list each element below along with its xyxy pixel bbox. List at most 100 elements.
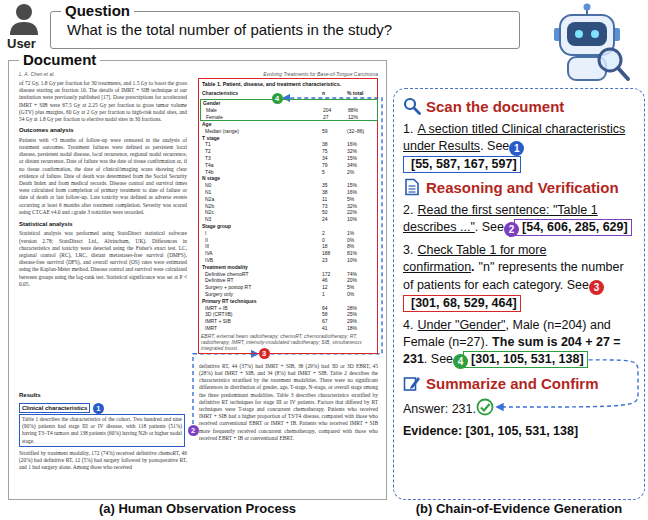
robot-eye xyxy=(591,30,599,38)
label-text: T3 xyxy=(205,155,211,162)
label-text: User xyxy=(7,36,36,51)
label-text: 32% xyxy=(347,203,357,210)
document-line xyxy=(409,189,416,190)
label-text: 3. xyxy=(403,243,413,257)
label-text: Summarize and Confirm xyxy=(426,375,599,392)
node-text: [54, 606, 285, 629] xyxy=(522,220,628,234)
callout-number: 4 xyxy=(272,93,283,104)
step-heading: Reasoning and Verification xyxy=(403,178,635,199)
label-text: 188 xyxy=(322,250,330,257)
label-text: T stage xyxy=(202,135,220,142)
pen-icon xyxy=(403,374,421,392)
callout-number: 4 xyxy=(453,354,468,369)
label-text: Patients with <3 months of follow-up wer… xyxy=(19,137,187,216)
label-text: 18% xyxy=(347,325,357,332)
node-text: 2 xyxy=(509,224,515,235)
node-text: Male xyxy=(206,107,217,114)
label-text: 38 xyxy=(322,189,328,196)
label-text: 5% xyxy=(347,196,354,203)
label-text: T1 xyxy=(205,141,211,148)
label-text: 0% xyxy=(347,291,354,298)
label-text: 41 xyxy=(322,325,328,332)
node-text: Table 1. Patient, disease, and treatment… xyxy=(202,81,341,87)
label-text: Stratified by treatment modality, 172 (7… xyxy=(19,450,187,472)
label-text: 15% xyxy=(347,182,357,189)
label-text: Stage group xyxy=(202,223,231,230)
node-text: Gender xyxy=(203,100,221,107)
evidence-box: [55, 587, 167, 597] xyxy=(403,156,521,173)
evidence-panel: (b) Chain-of-Evidence GenerationScan the… xyxy=(393,88,645,500)
label-text: 2% xyxy=(347,169,354,176)
label-text: Evolving Treatments for Base-of-Tongue C… xyxy=(201,71,378,77)
label-text: 34% xyxy=(347,162,357,169)
label-text: (32–86) xyxy=(347,128,364,135)
label-text: 59 xyxy=(322,128,328,135)
callout-number: 3 xyxy=(259,348,270,359)
label-text: Treatment modality xyxy=(202,264,248,271)
callout-number: 3 xyxy=(589,280,604,295)
label-text: Median (range) xyxy=(205,128,239,135)
label-text: 50 xyxy=(322,209,328,216)
node-text: 204 xyxy=(323,107,331,114)
label-text: 64 xyxy=(322,305,328,312)
label-text: 16% xyxy=(347,189,357,196)
label-text: 38 xyxy=(322,141,328,148)
check-icon xyxy=(476,398,494,416)
label-text: 1% xyxy=(347,230,354,237)
mag-icon xyxy=(403,97,421,115)
user-icon xyxy=(6,2,42,36)
check-circle xyxy=(477,400,492,415)
connector-arrow xyxy=(271,98,383,354)
label-text: 4. xyxy=(403,318,413,332)
label-text: 34 xyxy=(322,155,328,162)
check-mark xyxy=(481,404,490,411)
node-text: 4 xyxy=(458,356,464,367)
label-text: 20% xyxy=(347,277,357,284)
node-text: 2 xyxy=(191,426,195,435)
document-line xyxy=(409,186,416,187)
step-heading: Scan the document xyxy=(403,97,635,118)
node-text: (a) Human Observation Process xyxy=(9,501,386,517)
label-text: 12 xyxy=(322,284,328,291)
node-text: 1 xyxy=(514,143,520,154)
label-text: T2 xyxy=(205,148,211,155)
node-text: 12% xyxy=(348,114,358,121)
label-text: Surgery + postop RT xyxy=(205,284,251,291)
node-text: [301, 105, 531, 138] xyxy=(471,352,584,366)
label-text: N2b xyxy=(205,203,214,210)
node-text: 3 xyxy=(262,349,266,358)
callout-number: 2 xyxy=(188,425,199,436)
label-text: I xyxy=(205,230,206,237)
label-text: N2a xyxy=(205,196,214,203)
label-text: . See xyxy=(475,220,504,234)
label-text: 1 xyxy=(322,291,325,298)
label-text: Characteristics xyxy=(202,90,238,97)
label-text: Definitive chemoRT xyxy=(205,271,249,278)
label-text: 73 xyxy=(322,203,328,210)
step-line: 3.Check Table 1 for more confirmation."n… xyxy=(403,242,635,312)
mag-icon xyxy=(403,97,421,115)
node-text: [301, 68, 529, 464] xyxy=(411,296,517,310)
label-text: . See xyxy=(424,352,453,366)
callout-number: 1 xyxy=(93,403,104,414)
highlight-box: GenderMale20488%Female2712% xyxy=(200,99,378,121)
label-text: II xyxy=(205,237,208,244)
label-text: 58 xyxy=(322,311,328,318)
doc-icon xyxy=(403,178,421,196)
label-text: . xyxy=(471,260,474,274)
label-text: IMRT + SIB xyxy=(205,318,231,325)
document-line xyxy=(409,192,416,193)
label-text: Age xyxy=(202,121,211,128)
label-text: Answer: 231. xyxy=(403,402,476,416)
robot-icon xyxy=(540,2,635,84)
step-line: Evidence: [301, 105, 531, 138] xyxy=(403,423,635,440)
label-text: 46 xyxy=(322,277,328,284)
label-text: 29% xyxy=(347,318,357,325)
label-text: T4b xyxy=(205,169,214,176)
label-text: Outcomes analysis xyxy=(19,127,74,135)
label-text: N2c xyxy=(205,209,214,216)
node-text: 1 xyxy=(96,404,100,413)
label-text: Statistical analysis was performed using… xyxy=(19,230,187,288)
label-text: 28% xyxy=(347,305,357,312)
callout-number: 1 xyxy=(509,141,524,156)
